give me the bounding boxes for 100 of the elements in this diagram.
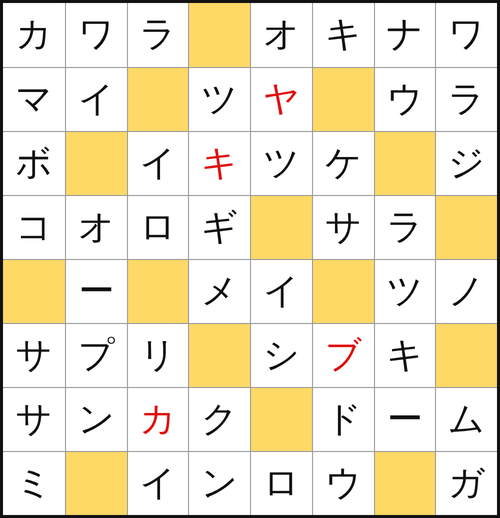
- letter-cell: [3, 68, 65, 131]
- katakana-letter: キ: [325, 17, 362, 53]
- katakana-letter: オ: [78, 210, 115, 246]
- blocked-cell: [189, 324, 250, 387]
- katakana-letter: ロ: [140, 210, 176, 246]
- blocked-cell: [128, 260, 188, 323]
- letter-cell: [375, 68, 435, 131]
- letter-cell: [251, 3, 312, 67]
- letter-cell: [251, 132, 312, 195]
- katakana-letter: サ: [16, 338, 52, 374]
- letter-cell: [189, 452, 250, 515]
- katakana-letter: ウ: [386, 82, 424, 118]
- letter-cell: [189, 388, 250, 451]
- letter-cell: [3, 388, 65, 451]
- katakana-letter: イ: [140, 146, 176, 182]
- blocked-cell: [313, 260, 374, 323]
- katakana-letter: ク: [201, 402, 238, 438]
- letter-cell: [436, 260, 497, 323]
- katakana-letter: キ: [386, 338, 424, 374]
- letter-cell: [436, 68, 497, 131]
- katakana-letter: イ: [78, 82, 115, 118]
- katakana-letter: ラ: [140, 17, 176, 53]
- katakana-letter: プ: [78, 338, 115, 374]
- blocked-cell: [66, 452, 127, 515]
- katakana-letter: ボ: [16, 146, 52, 182]
- letter-cell: [189, 196, 250, 259]
- letter-cell: [313, 452, 374, 515]
- katakana-letter: キ: [201, 146, 238, 182]
- letter-cell: [375, 3, 435, 67]
- letter-cell: [66, 260, 127, 323]
- katakana-letter: ー: [78, 274, 114, 310]
- katakana-letter: ワ: [448, 17, 485, 53]
- letter-cell: [128, 324, 188, 387]
- letter-cell: [128, 132, 188, 195]
- letter-cell: [375, 260, 435, 323]
- letter-cell: [128, 388, 188, 451]
- katakana-letter: ツ: [386, 274, 424, 310]
- blocked-cell: [189, 3, 250, 67]
- letter-cell: [436, 452, 497, 515]
- blocked-cell: [128, 68, 188, 131]
- katakana-letter: マ: [16, 82, 52, 118]
- blocked-cell: [436, 324, 497, 387]
- letter-cell: [3, 196, 65, 259]
- letter-cell: [375, 388, 435, 451]
- katakana-letter: ン: [201, 466, 238, 502]
- letter-cell: [251, 452, 312, 515]
- letter-cell: [189, 68, 250, 131]
- blocked-cell: [251, 196, 312, 259]
- letter-cell: [436, 3, 497, 67]
- letter-cell: [251, 260, 312, 323]
- blocked-cell: [66, 132, 127, 195]
- letter-cell: [66, 3, 127, 67]
- letter-cell: [436, 132, 497, 195]
- letter-cell: [3, 452, 65, 515]
- letter-cell: [313, 132, 374, 195]
- katakana-letter: ナ: [386, 17, 424, 53]
- letter-cell: [375, 324, 435, 387]
- katakana-letter: ン: [78, 402, 115, 438]
- blocked-cell: [313, 68, 374, 131]
- letter-cell: [66, 68, 127, 131]
- katakana-letter: ブ: [325, 338, 362, 374]
- letter-cell: [313, 388, 374, 451]
- katakana-letter: ー: [387, 402, 423, 438]
- blocked-cell: [3, 260, 65, 323]
- blocked-cell: [375, 452, 435, 515]
- letter-cell: [313, 324, 374, 387]
- katakana-letter: ノ: [448, 274, 485, 310]
- letter-cell: [189, 260, 250, 323]
- katakana-letter: ム: [448, 402, 485, 438]
- letter-cell: [66, 388, 127, 451]
- blocked-cell: [251, 388, 312, 451]
- katakana-letter: オ: [263, 17, 300, 53]
- letter-cell: [66, 324, 127, 387]
- letter-cell: [375, 196, 435, 259]
- letter-cell: [3, 324, 65, 387]
- katakana-letter: ロ: [263, 466, 300, 502]
- letter-cell: [189, 132, 250, 195]
- katakana-letter: ラ: [386, 210, 424, 246]
- katakana-letter: カ: [140, 402, 176, 438]
- katakana-letter: シ: [263, 338, 300, 374]
- letter-cell: [3, 132, 65, 195]
- letter-cell: [251, 68, 312, 131]
- blocked-cell: [375, 132, 435, 195]
- katakana-letter: ツ: [201, 82, 238, 118]
- katakana-letter: ワ: [78, 17, 115, 53]
- katakana-letter: ラ: [448, 82, 485, 118]
- katakana-letter: カ: [16, 17, 52, 53]
- katakana-letter: イ: [263, 274, 300, 310]
- letter-cell: [436, 388, 497, 451]
- letter-cell: [251, 324, 312, 387]
- letter-cell: [128, 3, 188, 67]
- katakana-letter: コ: [16, 210, 52, 246]
- katakana-letter: メ: [201, 274, 238, 310]
- katakana-letter: ド: [325, 402, 362, 438]
- letter-cell: [128, 196, 188, 259]
- letter-cell: [313, 3, 374, 67]
- letter-cell: [128, 452, 188, 515]
- katakana-letter: イ: [140, 466, 176, 502]
- katakana-letter: ガ: [448, 466, 485, 502]
- letter-cell: [66, 196, 127, 259]
